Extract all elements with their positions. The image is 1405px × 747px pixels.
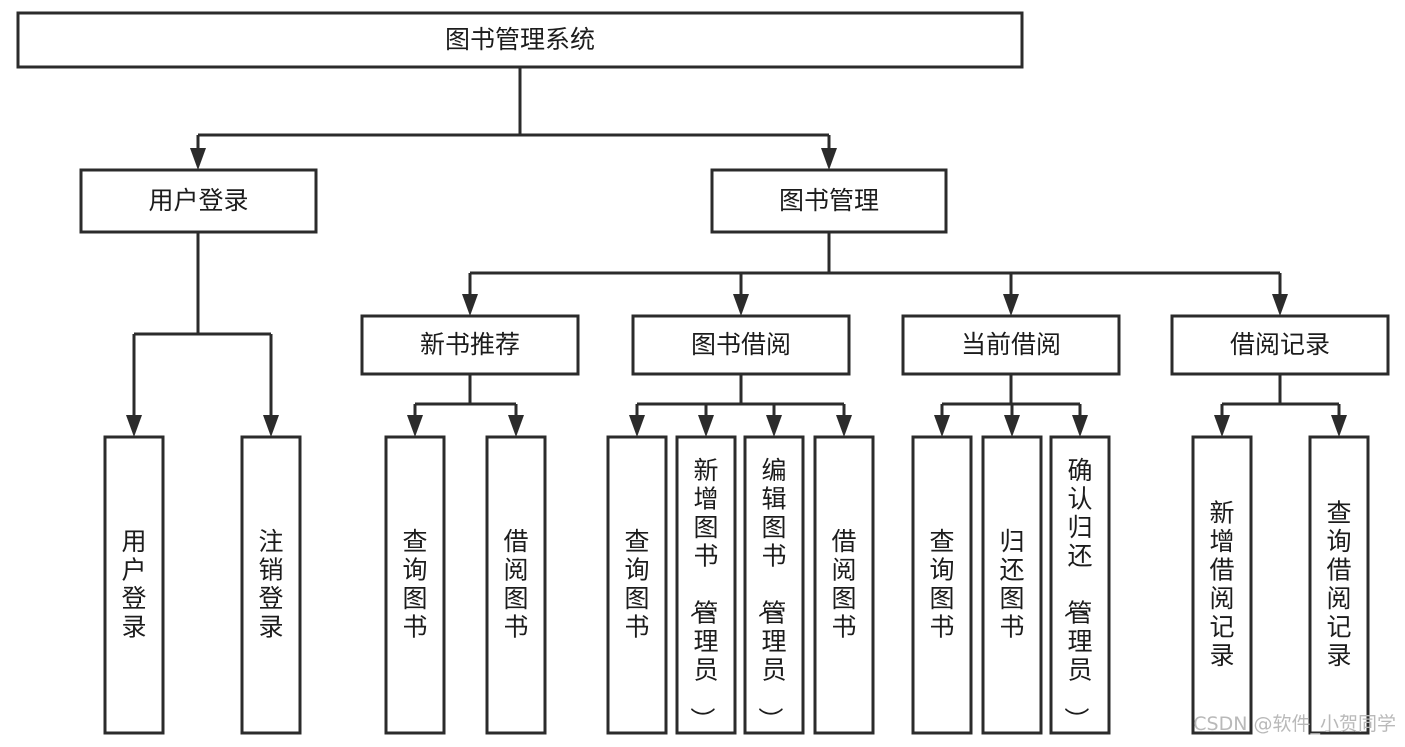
node-l3-借阅记录[interactable]: 借阅记录: [1170, 314, 1390, 376]
connector-user-login-to-leaves: [126, 232, 279, 437]
connector-new-book-to-leaves: [407, 374, 524, 437]
node-l3-新书推荐[interactable]: 新书推荐: [360, 314, 580, 376]
node-root-图书管理系统[interactable]: 图书管理系统: [16, 11, 1024, 69]
node-l2-用户登录-label: 用户登录: [148, 186, 248, 215]
node-l3-当前借阅-label: 当前借阅: [961, 330, 1061, 359]
node-leaf-7-借阅图书-label: 借阅图书: [831, 527, 856, 642]
node-l3-图书借阅-label: 图书借阅: [691, 330, 791, 359]
node-l2-用户登录[interactable]: 用户登录: [79, 168, 318, 234]
node-l2-图书管理[interactable]: 图书管理: [710, 168, 948, 234]
node-leaf-2-查询图书-box[interactable]: [384, 435, 446, 735]
node-leaf-1-注销登录-label: 注销登录: [258, 527, 283, 642]
node-l3-当前借阅[interactable]: 当前借阅: [901, 314, 1121, 376]
node-root-图书管理系统-box[interactable]: [16, 11, 1024, 69]
node-leaf-9-归还图书-box[interactable]: [981, 435, 1043, 735]
node-leaf-11-新增借阅记录-label: 新增借阅记录: [1209, 499, 1234, 671]
node-leaf-11-新增借阅记录[interactable]: 新增借阅记录: [1191, 435, 1253, 735]
node-leaf-10-确认归还管理员-box[interactable]: [1049, 435, 1111, 735]
watermark-label: CSDN @软件_小贺同学: [1193, 713, 1396, 735]
node-leaf-7-借阅图书-box[interactable]: [813, 435, 875, 735]
node-leaf-8-查询图书[interactable]: 查询图书: [911, 435, 973, 735]
node-l2-用户登录-box[interactable]: [79, 168, 318, 234]
node-leaf-7-借阅图书[interactable]: 借阅图书: [813, 435, 875, 735]
node-l2-图书管理-label: 图书管理: [779, 186, 879, 215]
connector-current-borrow-to-leaves: [934, 374, 1088, 437]
node-root-图书管理系统-label: 图书管理系统: [445, 25, 595, 54]
node-leaf-6-编辑图书管理员[interactable]: 编辑图书（管理员）: [743, 435, 805, 735]
node-leaf-1-注销登录-box[interactable]: [240, 435, 302, 735]
node-leaf-2-查询图书-label: 查询图书: [402, 527, 427, 642]
connector-root-to-level2: [190, 67, 837, 170]
node-l3-图书借阅-box[interactable]: [631, 314, 851, 376]
node-leaf-8-查询图书-label: 查询图书: [929, 527, 954, 642]
connector-borrow-record-to-leaves: [1214, 374, 1347, 437]
connector-book-management-to-level3: [462, 232, 1288, 316]
node-leaf-1-注销登录[interactable]: 注销登录: [240, 435, 302, 735]
node-leaf-12-查询借阅记录[interactable]: 查询借阅记录: [1308, 435, 1370, 735]
node-l3-当前借阅-box[interactable]: [901, 314, 1121, 376]
node-leaf-6-编辑图书管理员-box[interactable]: [743, 435, 805, 735]
node-leaf-6-编辑图书管理员-label: 编辑图书（管理员）: [755, 456, 786, 732]
node-leaf-4-查询图书-label: 查询图书: [624, 527, 649, 642]
node-leaf-0-用户登录-label: 用户登录: [121, 527, 146, 642]
node-leaf-3-借阅图书[interactable]: 借阅图书: [485, 435, 547, 735]
node-l3-图书借阅[interactable]: 图书借阅: [631, 314, 851, 376]
node-l3-借阅记录-label: 借阅记录: [1230, 330, 1330, 359]
node-l3-新书推荐-label: 新书推荐: [420, 330, 520, 359]
node-leaf-12-查询借阅记录-label: 查询借阅记录: [1326, 499, 1351, 671]
node-leaf-11-新增借阅记录-box[interactable]: [1191, 435, 1253, 735]
node-leaf-0-用户登录-box[interactable]: [103, 435, 165, 735]
node-leaf-3-借阅图书-label: 借阅图书: [503, 527, 528, 642]
node-leaf-4-查询图书-box[interactable]: [606, 435, 668, 735]
node-layer: 图书管理系统用户登录图书管理新书推荐图书借阅当前借阅借阅记录用户登录注销登录查询…: [16, 11, 1390, 735]
node-l3-新书推荐-box[interactable]: [360, 314, 580, 376]
node-leaf-5-新增图书管理员-label: 新增图书（管理员）: [687, 456, 718, 732]
node-leaf-0-用户登录[interactable]: 用户登录: [103, 435, 165, 735]
connector-book-borrow-to-leaves: [629, 374, 852, 437]
node-leaf-10-确认归还管理员-label: 确认归还（管理员）: [1061, 456, 1092, 732]
node-leaf-4-查询图书[interactable]: 查询图书: [606, 435, 668, 735]
connector-layer: [126, 67, 1347, 437]
node-leaf-10-确认归还管理员[interactable]: 确认归还（管理员）: [1049, 435, 1111, 735]
node-leaf-9-归还图书[interactable]: 归还图书: [981, 435, 1043, 735]
node-leaf-12-查询借阅记录-box[interactable]: [1308, 435, 1370, 735]
node-leaf-3-借阅图书-box[interactable]: [485, 435, 547, 735]
node-leaf-5-新增图书管理员[interactable]: 新增图书（管理员）: [675, 435, 737, 735]
node-leaf-9-归还图书-label: 归还图书: [999, 527, 1024, 642]
node-leaf-8-查询图书-box[interactable]: [911, 435, 973, 735]
node-leaf-2-查询图书[interactable]: 查询图书: [384, 435, 446, 735]
node-l3-借阅记录-box[interactable]: [1170, 314, 1390, 376]
node-l2-图书管理-box[interactable]: [710, 168, 948, 234]
node-leaf-5-新增图书管理员-box[interactable]: [675, 435, 737, 735]
